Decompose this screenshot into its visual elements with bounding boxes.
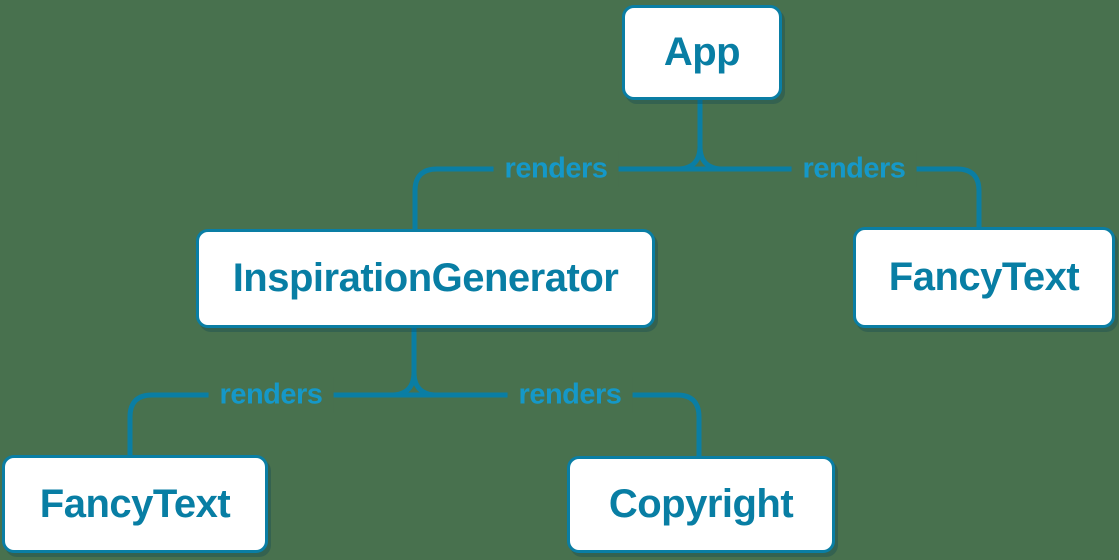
edge-app-fillet-right	[697, 145, 724, 172]
edge-label-renders-inspiration-copyright: renders	[507, 376, 633, 414]
node-fancytext-left: FancyText	[2, 455, 268, 553]
edge-app-fillet-left	[676, 145, 703, 172]
edge-label-renders-app-fancytext: renders	[791, 150, 917, 188]
edge-inspiration-fillet-left	[390, 371, 417, 398]
edge-inspiration-fillet-right	[411, 371, 438, 398]
node-copyright: Copyright	[567, 456, 835, 553]
node-app: App	[622, 5, 782, 100]
edge-app-children-rail	[412, 166, 982, 229]
node-fancytext-right: FancyText	[853, 227, 1115, 328]
node-inspiration-generator: InspirationGenerator	[196, 229, 655, 328]
edge-label-renders-app-inspiration: renders	[493, 150, 619, 188]
edge-label-renders-inspiration-fancytext: renders	[208, 376, 334, 414]
edge-inspiration-children-rail	[127, 392, 702, 456]
